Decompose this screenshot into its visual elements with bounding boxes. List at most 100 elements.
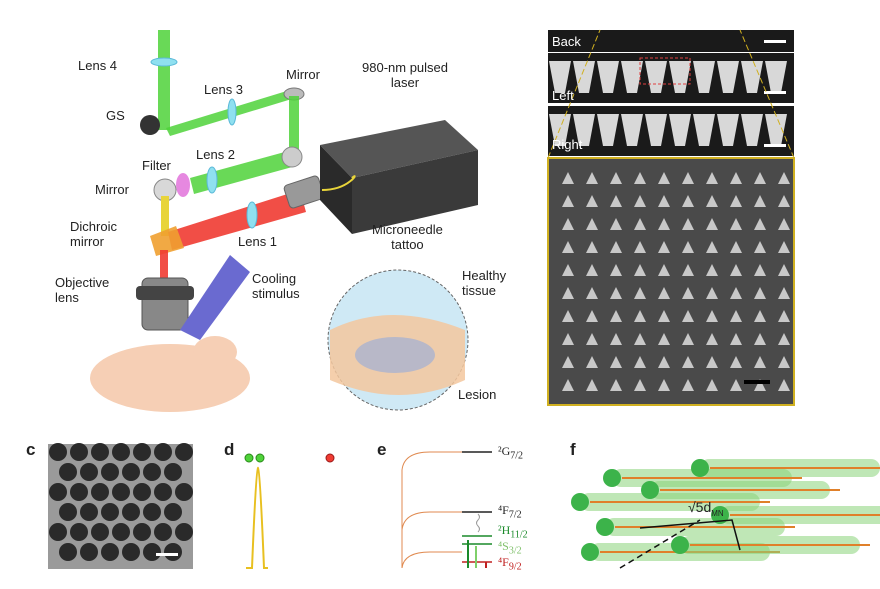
panel-f-letter: f: [570, 440, 576, 459]
needle-0-9: [778, 172, 790, 184]
needle-side-2-0: [549, 114, 571, 146]
label-h112: ²H11/2: [498, 523, 528, 540]
needle-5-5: [682, 287, 694, 299]
objective-ring: [136, 286, 194, 300]
needle-side-1-7: [717, 61, 739, 93]
needle-9-5: [682, 379, 694, 391]
needle-6-6: [706, 310, 718, 322]
nanoparticle-4-5: [154, 523, 172, 541]
needle-side-2-5: [669, 114, 691, 146]
green-beam-vertical: [158, 30, 170, 130]
needle-6-2: [610, 310, 622, 322]
needle-1-4: [658, 195, 670, 207]
needle-3-5: [682, 241, 694, 253]
needle-side-1-8: [741, 61, 763, 93]
needle-9-8: [754, 379, 766, 391]
needle-8-1: [586, 356, 598, 368]
needle-side-1-9: [765, 61, 787, 93]
needle-side-1-3: [621, 61, 643, 93]
label-cooling-line-1: Cooling: [252, 271, 297, 286]
needle-5-7: [730, 287, 742, 299]
label-left: Left: [552, 88, 574, 103]
label-lens-4: Lens 4: [78, 58, 118, 73]
label-g72: ²G7/2: [498, 444, 523, 461]
needle-side-2-7: [717, 114, 739, 146]
needle-1-6: [706, 195, 718, 207]
needle-6-0: [562, 310, 574, 322]
label-objective-line-1: Objective: [55, 275, 110, 290]
needle-5-1: [586, 287, 598, 299]
label-dichroic: Dichroic mirror: [70, 219, 117, 249]
needle-1-1: [586, 195, 598, 207]
label-gs: GS: [106, 108, 125, 123]
label-filter: Filter: [142, 158, 171, 173]
label-mirror-left: Mirror: [95, 182, 129, 197]
needle-0-6: [706, 172, 718, 184]
nanoparticle-4-6: [175, 523, 193, 541]
tem-scale-bar: [156, 553, 178, 556]
relaxation-wave: [476, 513, 480, 533]
term-f92: ⁴F: [498, 555, 509, 569]
needle-9-2: [610, 379, 622, 391]
needle-5-6: [706, 287, 718, 299]
red-beam: [168, 190, 306, 250]
needle-side-2-9: [765, 114, 787, 146]
needle-7-7: [730, 333, 742, 345]
needle-6-3: [634, 310, 646, 322]
needle-side-2-2: [597, 114, 619, 146]
needle-tip-4: [581, 543, 599, 561]
scale-bar-0: [764, 40, 786, 43]
needle-3-8: [754, 241, 766, 253]
formula-sub: MN: [711, 508, 724, 518]
label-healthy: Healthy tissue: [462, 268, 506, 298]
mirror-right-shape: [281, 146, 303, 168]
needle-0-0: [562, 172, 574, 184]
needle-tip-7: [711, 506, 729, 524]
nanoparticle-1-2: [101, 463, 119, 481]
needle-side-2-6: [693, 114, 715, 146]
red-beam-down: [160, 250, 168, 280]
label-lesion: Lesion: [458, 387, 497, 402]
needle-side-1-1: [573, 61, 595, 93]
needle-4-9: [778, 264, 790, 276]
green-beam-right: [289, 96, 299, 158]
label-lens-3: Lens 3: [204, 82, 244, 97]
nanoparticle-5-0: [59, 543, 77, 561]
label-right: Right: [552, 137, 583, 152]
nanoparticle-4-0: [49, 523, 67, 541]
needle-tip-0: [571, 493, 589, 511]
nanoparticle-3-4: [143, 503, 161, 521]
label-dichroic-line-1: Dichroic: [70, 219, 117, 234]
label-formula: √5dMN: [688, 500, 724, 521]
needle-5-9: [778, 287, 790, 299]
needle-6-7: [730, 310, 742, 322]
nanoparticle-0-2: [91, 443, 109, 461]
nanoparticle-0-1: [70, 443, 88, 461]
needle-3-6: [706, 241, 718, 253]
nanoparticle-2-3: [112, 483, 130, 501]
needle-6-8: [754, 310, 766, 322]
nanoparticle-1-3: [122, 463, 140, 481]
label-s32: ⁴S3/2: [498, 539, 522, 556]
nanoparticle-3-1: [80, 503, 98, 521]
label-dichroic-line-2: mirror: [70, 234, 104, 249]
needle-2-8: [754, 218, 766, 230]
needle-2-4: [658, 218, 670, 230]
needle-side-1-5: [669, 61, 691, 93]
sem-strip-0: [548, 30, 794, 52]
nanoparticle-0-6: [175, 443, 193, 461]
needle-8-3: [634, 356, 646, 368]
sub-h: 11/2: [510, 529, 528, 541]
needle-8-5: [682, 356, 694, 368]
needle-0-3: [634, 172, 646, 184]
nanoparticle-5-2: [101, 543, 119, 561]
needle-4-7: [730, 264, 742, 276]
needle-2-6: [706, 218, 718, 230]
needle-9-1: [586, 379, 598, 391]
yellow-beam: [161, 196, 169, 236]
nanoparticle-2-4: [133, 483, 151, 501]
nanoparticle-0-0: [49, 443, 67, 461]
